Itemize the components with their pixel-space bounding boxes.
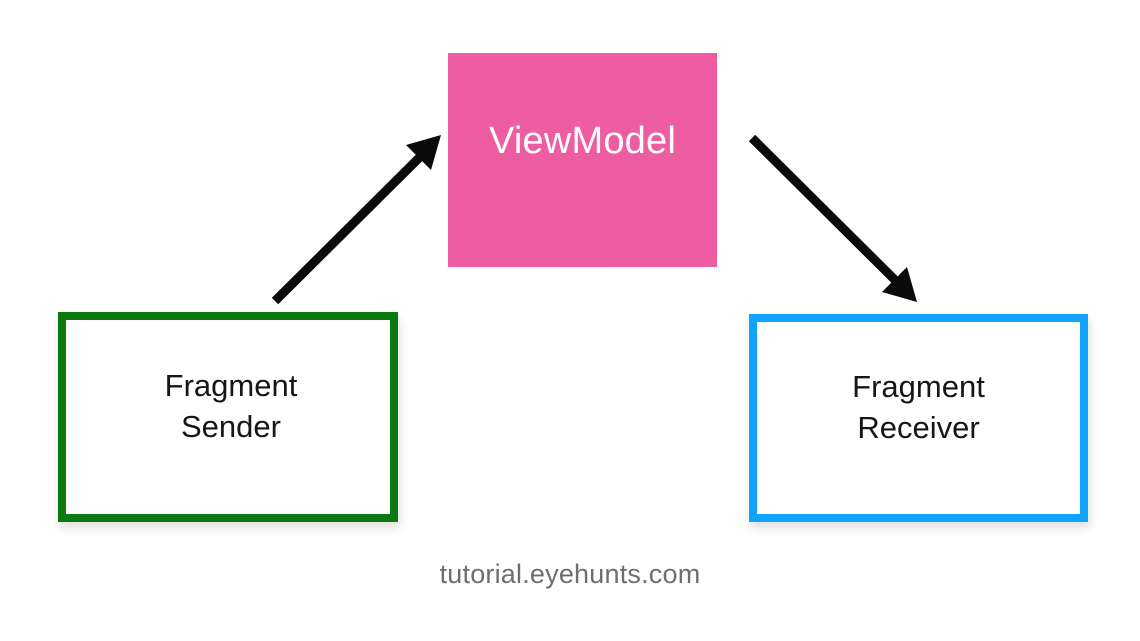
viewmodel-node: ViewModel [448, 53, 717, 267]
viewmodel-label: ViewModel [489, 120, 676, 162]
arrow-viewmodel-to-receiver-shaft [748, 134, 902, 287]
watermark-text: tutorial.eyehunts.com [439, 559, 701, 589]
arrow-sender-to-viewmodel-shaft [271, 150, 427, 305]
arrow-sender-to-viewmodel [271, 135, 441, 305]
arrow-sender-to-viewmodel-head [406, 135, 441, 170]
fragment-sender-label: Fragment Sender [164, 368, 298, 444]
fragment-receiver-label: Fragment Receiver [852, 369, 985, 445]
fragment-receiver-box: Fragment Receiver [749, 314, 1088, 522]
fragment-sender-box: Fragment Sender [58, 312, 398, 522]
arrow-viewmodel-to-receiver [748, 134, 917, 302]
viewmodel-box: ViewModel [448, 53, 717, 267]
arrow-viewmodel-to-receiver-head [882, 267, 917, 302]
